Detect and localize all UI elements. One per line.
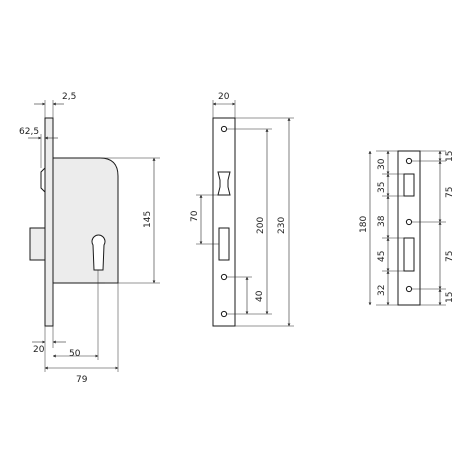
strike-upper-slot — [403, 173, 415, 197]
dim-strike-right-upper: 75 — [445, 187, 455, 198]
strike-plate-dimensions: 180 30 35 38 45 32 15 75 75 15 — [359, 151, 455, 306]
latch-opening — [217, 171, 231, 196]
dim-strike-right-lower: 75 — [445, 251, 455, 262]
lock-case — [52, 157, 119, 284]
strike-hole-top — [405, 157, 413, 165]
dim-body-height: 145 — [143, 211, 153, 228]
dim-backset: 50 — [69, 349, 81, 359]
dim-fixing-spacing: 200 — [256, 217, 266, 234]
dim-backset-offset: 62,5 — [19, 127, 39, 137]
dim-face-to-case: 20 — [33, 345, 45, 355]
dim-strike-top-margin: 30 — [377, 158, 387, 170]
latch-bolt — [40, 166, 46, 194]
lock-body-dimensions: 2,5 62,5 145 20 50 79 — [19, 92, 160, 385]
dim-strike-right-top: 15 — [445, 151, 455, 162]
dim-strike-right-bottom: 15 — [445, 292, 455, 303]
strike-hole-bottom — [405, 285, 413, 293]
strike-plate-view — [397, 150, 421, 306]
dim-slot-height: 70 — [190, 210, 200, 222]
faceplate-view — [212, 117, 236, 327]
bolt-slot — [218, 227, 230, 261]
dim-strike-upper-slot: 35 — [377, 182, 387, 193]
strike-lower-slot — [403, 237, 415, 272]
fixing-hole-lower — [220, 273, 228, 281]
fixing-hole-top — [220, 125, 228, 133]
dim-strike-lower-slot: 45 — [377, 251, 387, 262]
lock-body-view — [29, 117, 119, 327]
faceplate-dimensions: 20 70 200 230 40 — [190, 92, 294, 327]
cylinder-profile-icon — [91, 234, 106, 271]
lock-faceplate-strip — [44, 117, 54, 327]
dim-strike-gap: 38 — [377, 215, 387, 227]
faceplate-body — [212, 117, 236, 327]
dim-lower-spacing: 40 — [255, 290, 265, 302]
dim-faceplate-thickness: 2,5 — [62, 92, 76, 102]
fixing-hole-bottom — [220, 310, 228, 318]
dim-strike-bottom-margin: 32 — [377, 285, 387, 296]
dead-bolt — [29, 227, 46, 261]
dim-overall-length: 230 — [277, 217, 287, 234]
strike-hole-mid — [405, 218, 413, 226]
dim-strike-overall: 180 — [359, 216, 369, 233]
dim-overall-depth: 79 — [76, 375, 88, 385]
dim-faceplate-width: 20 — [218, 92, 230, 102]
